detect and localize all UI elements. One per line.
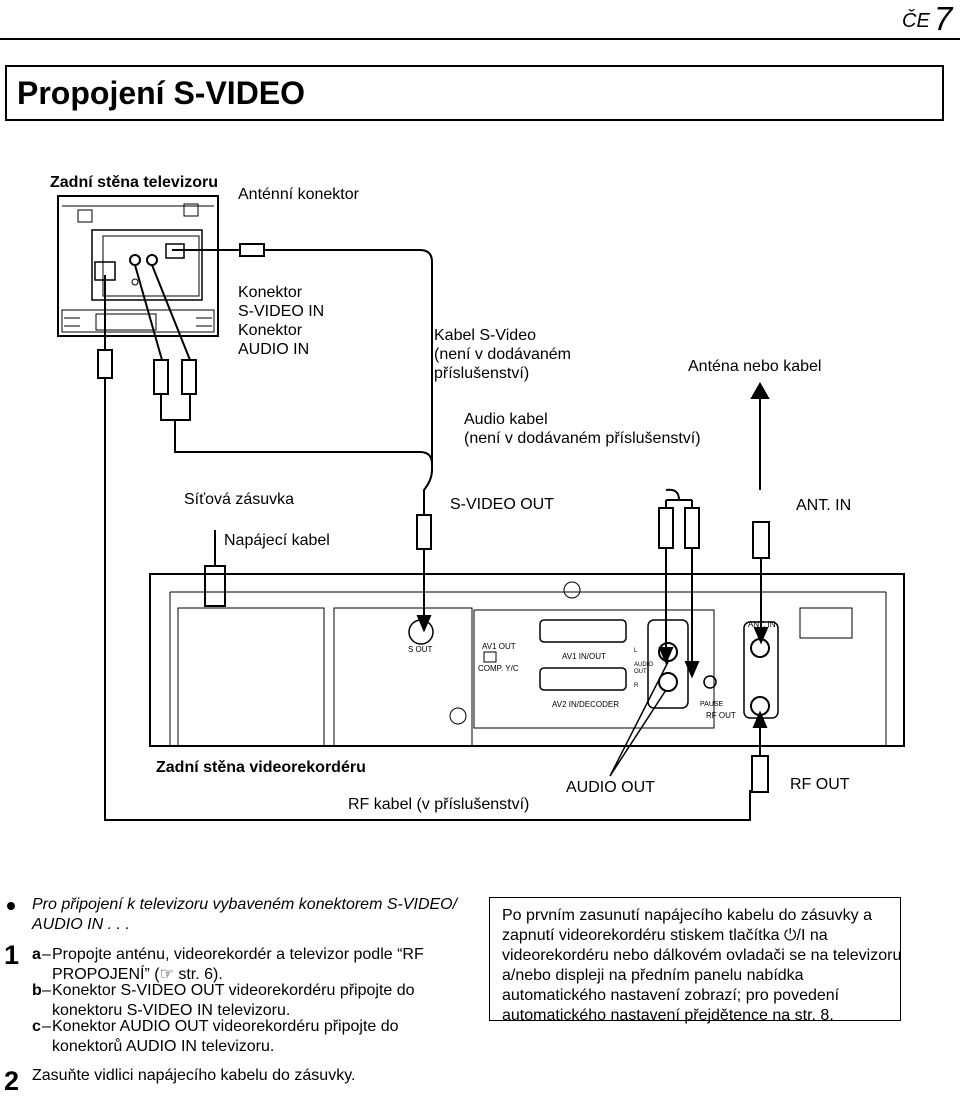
step-1-number: 1 bbox=[4, 940, 20, 970]
antenna-connector-label: Anténní konektor bbox=[238, 186, 359, 203]
tv-rear-panel bbox=[57, 195, 219, 337]
intro-text: Pro připojení k televizoru vybaveném kon… bbox=[32, 896, 458, 933]
vcr-rear-panel bbox=[149, 573, 905, 747]
step-1a-text: Propojte anténu, videorekordér a televiz… bbox=[52, 946, 424, 983]
audio-in-connector-label: Konektor AUDIO IN bbox=[238, 322, 310, 358]
vcr-av2-decoder-label: AV2 IN/DECODER bbox=[552, 700, 619, 709]
svideo-in-connector-label: Konektor S-VIDEO IN bbox=[238, 284, 325, 320]
vcr-s-out-label: S OUT bbox=[408, 645, 433, 654]
audio-out-label: AUDIO OUT bbox=[566, 779, 655, 796]
step-1b-text: Konektor S-VIDEO OUT videorekordéru přip… bbox=[52, 982, 415, 1019]
info-box-text: Po prvním zasunutí napájecího kabelu do … bbox=[502, 907, 902, 1024]
vcr-ant-in-small-label: ANT. IN bbox=[748, 620, 776, 629]
page-label: ČE bbox=[902, 10, 930, 32]
vcr-comp-yc-label: COMP. Y/C bbox=[478, 664, 519, 673]
rf-cable-label: RF kabel (v příslušenství) bbox=[348, 796, 530, 813]
ant-in-label: ANT. IN bbox=[796, 497, 852, 514]
page-title: Propojení S-VIDEO bbox=[17, 75, 306, 111]
step-1c-letter: c bbox=[32, 1018, 41, 1035]
svideo-out-label: S-VIDEO OUT bbox=[450, 496, 555, 513]
page-number: 7 bbox=[934, 0, 953, 37]
vcr-av1-inout-label: AV1 IN/OUT bbox=[562, 652, 606, 661]
vcr-pause-label: PAUSE bbox=[700, 701, 724, 708]
step-1a-dash: – bbox=[42, 946, 51, 963]
header-rule bbox=[0, 38, 960, 40]
svideo-cable-label: Kabel S-Video (není v dodávaném přísluše… bbox=[434, 327, 571, 382]
info-box: Po prvním zasunutí napájecího kabelu do … bbox=[489, 897, 901, 1024]
mains-socket-label: Síťová zásuvka bbox=[184, 491, 295, 508]
step-1b-letter: b bbox=[32, 982, 42, 999]
vcr-rf-out-small-label: RF OUT bbox=[706, 711, 736, 720]
step-2-number: 2 bbox=[4, 1066, 20, 1096]
audio-cable-label: Audio kabel (není v dodávaném příslušens… bbox=[464, 411, 701, 447]
power-cable-label: Napájecí kabel bbox=[224, 532, 330, 549]
connection-diagram bbox=[57, 195, 905, 821]
title-box: Propojení S-VIDEO bbox=[5, 65, 944, 121]
step-1b-dash: – bbox=[42, 982, 51, 999]
bullet-dot bbox=[7, 902, 15, 910]
step-2-text: Zasuňte vidlici napájecího kabelu do zás… bbox=[32, 1067, 356, 1084]
vcr-audio-out-small-label: L AUDIO OUT R bbox=[634, 648, 654, 689]
step-1c-dash: – bbox=[42, 1018, 51, 1035]
step-1a-letter: a bbox=[32, 946, 41, 963]
vcr-rear-label: Zadní stěna videorekordéru bbox=[156, 759, 366, 776]
antenna-or-cable-label: Anténa nebo kabel bbox=[688, 358, 822, 375]
rf-out-label: RF OUT bbox=[790, 776, 850, 793]
tv-rear-label: Zadní stěna televizoru bbox=[50, 174, 219, 191]
step-1c-text: Konektor AUDIO OUT videorekordéru připoj… bbox=[52, 1018, 399, 1055]
vcr-av1-out-label: AV1 OUT bbox=[482, 642, 516, 651]
